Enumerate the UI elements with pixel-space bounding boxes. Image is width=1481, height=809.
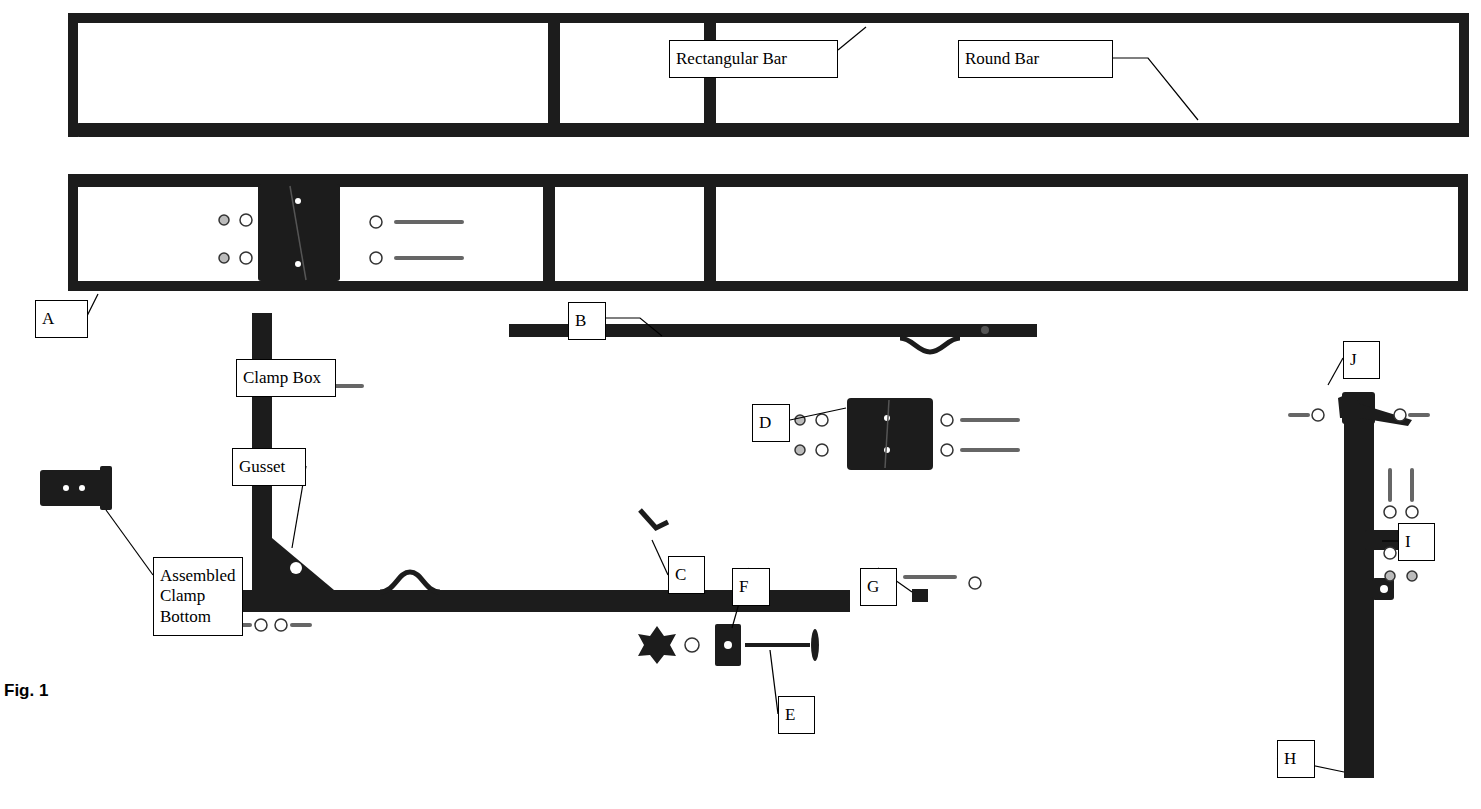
part-label-box: G xyxy=(860,568,897,606)
part-name: F xyxy=(739,577,763,597)
part-label-box: E xyxy=(778,696,815,734)
part-label-box: C xyxy=(668,556,705,594)
part-name: A xyxy=(42,309,81,329)
part-name: Round Bar xyxy=(965,49,1106,69)
part-label-box: Gusset xyxy=(232,448,306,486)
part-label-box: J xyxy=(1343,341,1380,379)
part-label-box: Round Bar xyxy=(958,40,1113,78)
part-name: J xyxy=(1350,350,1373,370)
part-name: Gusset xyxy=(239,457,299,477)
part-label-box: D xyxy=(752,404,790,442)
part-label-box: F xyxy=(732,568,770,606)
figure-label: Fig. 1 xyxy=(4,681,48,701)
part-name: E xyxy=(785,705,808,725)
part-label-box: Clamp Box xyxy=(236,359,336,397)
part-name: B xyxy=(575,311,599,331)
part-label-box: B xyxy=(568,302,606,340)
part-label-box: Rectangular Bar xyxy=(669,40,838,78)
part-label-box: Assembled Clamp Bottom xyxy=(153,557,243,636)
part-name: Clamp Box xyxy=(243,368,329,388)
part-label-box: H xyxy=(1277,740,1315,778)
part-name: C xyxy=(675,565,698,585)
part-name: H xyxy=(1284,749,1308,769)
part-label-box: A xyxy=(35,300,88,338)
part-name: Rectangular Bar xyxy=(676,49,831,69)
part-label-box: I xyxy=(1398,523,1435,561)
part-name: G xyxy=(867,577,890,597)
part-name: I xyxy=(1405,532,1428,552)
part-name: Assembled Clamp Bottom xyxy=(160,566,236,627)
part-name: D xyxy=(759,413,783,433)
